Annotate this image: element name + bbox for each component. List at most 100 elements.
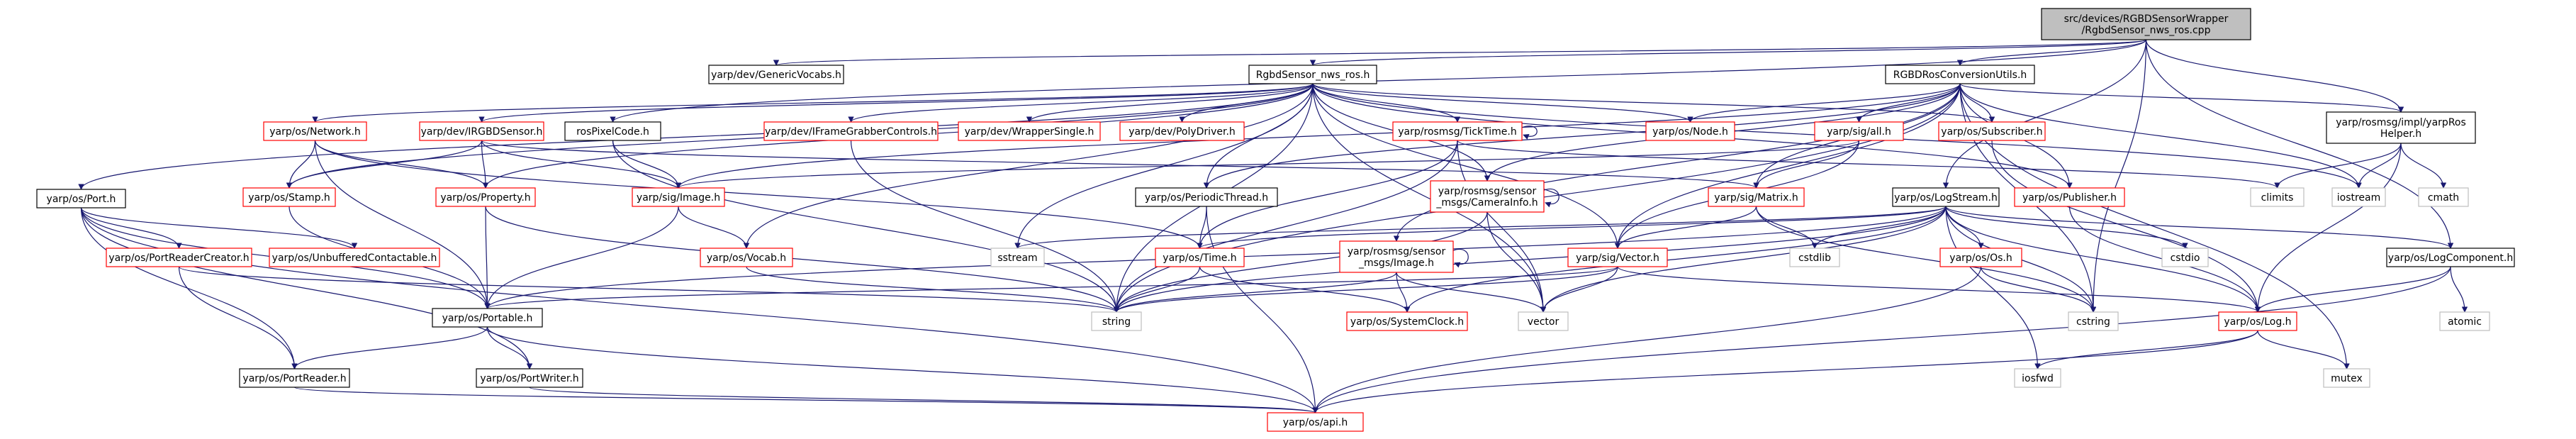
node-box (2014, 368, 2061, 388)
node-label: yarp/os/Os.h (1949, 252, 2012, 264)
node-atomic[interactable]: atomic (2439, 311, 2490, 331)
node-nodeH[interactable]: yarp/os/Node.h (1645, 121, 1735, 141)
node-cmath[interactable]: cmath (2418, 187, 2469, 207)
edge-ticktime-to-string (1113, 140, 1458, 313)
node-label: yarp/dev/IFrameGrabberControls.h (765, 126, 937, 138)
node-box (763, 121, 939, 141)
node-networkH[interactable]: yarp/os/Network.h (263, 121, 367, 141)
edge-portreadercreator-to-portreader (178, 266, 298, 369)
node-cstring[interactable]: cstring (2068, 311, 2119, 331)
node-box (1567, 248, 1668, 267)
node-sysclock[interactable]: yarp/os/SystemClock.h (1346, 311, 1468, 331)
node-sstream[interactable]: sstream (990, 248, 1045, 267)
edge-propH-to-string (485, 206, 1120, 313)
node-apiH[interactable]: yarp/os/api.h (1267, 412, 1364, 432)
node-caminfo[interactable]: yarp/rosmsg/sensor_msgs/CameraInfo.h (1430, 180, 1545, 213)
node-box (2386, 248, 2515, 267)
edge-logcomp-to-apiH (1312, 266, 2451, 413)
node-label: RgbdSensor_nws_ros.h (1256, 70, 1370, 81)
node-label: yarp/rosmsg/sensor (1348, 246, 1446, 257)
node-box (106, 248, 252, 267)
node-logstream[interactable]: yarp/os/LogStream.h (1892, 187, 2000, 207)
node-portreadercreator[interactable]: yarp/os/PortReaderCreator.h (106, 248, 252, 267)
node-box (419, 121, 544, 141)
node-imageH[interactable]: yarp/sig/Image.h (632, 187, 725, 207)
edge-rsh-to-polydrv (1179, 83, 1314, 123)
node-string[interactable]: string (1091, 311, 1142, 331)
node-rosimage[interactable]: yarp/rosmsg/sensor_msgs/Image.h (1339, 240, 1454, 273)
node-box (1645, 121, 1735, 141)
node-rgbdconv[interactable]: RGBDRosConversionUtils.h (1885, 65, 2035, 84)
node-stampH[interactable]: yarp/os/Stamp.h (242, 187, 336, 207)
node-iframe[interactable]: yarp/dev/IFrameGrabberControls.h (763, 121, 939, 141)
node-box (36, 189, 126, 209)
edge-rsh-to-wrapsingle (1026, 83, 1314, 123)
node-rsh[interactable]: RgbdSensor_nws_ros.h (1248, 65, 1377, 84)
node-vector[interactable]: vector (1518, 311, 1569, 331)
node-logH[interactable]: yarp/os/Log.h (2218, 311, 2297, 331)
edge-vocabH-to-string (746, 266, 1120, 313)
node-mutex[interactable]: mutex (2323, 368, 2370, 388)
edge-rospix-to-string (612, 140, 1120, 313)
edge-logH-to-mutex (2257, 330, 2350, 369)
edge-sigall-to-imageH (676, 140, 1860, 189)
node-irgbd[interactable]: yarp/dev/IRGBDSensor.h (419, 121, 544, 141)
node-timeH[interactable]: yarp/os/Time.h (1155, 248, 1245, 267)
node-cstdio[interactable]: cstdio (2161, 248, 2209, 267)
node-wrapsingle[interactable]: yarp/dev/WrapperSingle.h (958, 121, 1101, 141)
edge-roshelper-to-logH (2254, 143, 2402, 313)
node-osH[interactable]: yarp/os/Os.h (1939, 248, 2022, 267)
edge-rsh-to-iframe (848, 83, 1314, 123)
node-climits[interactable]: climits (2250, 187, 2305, 207)
node-periodic[interactable]: yarp/os/PeriodicThread.h (1135, 187, 1278, 207)
edge-ticktime-to-timeH (1197, 140, 1458, 249)
edge-irgbd-to-matrixH (481, 140, 1759, 189)
node-publisher[interactable]: yarp/os/Publisher.h (2014, 187, 2125, 207)
node-root[interactable]: src/devices/RGBDSensorWrapper/RgbdSensor… (2041, 8, 2251, 40)
node-label: yarp/os/Vocab.h (707, 252, 786, 264)
node-label: yarp/os/Subscriber.h (1941, 126, 2042, 138)
node-portwriter[interactable]: yarp/os/PortWriter.h (476, 368, 583, 388)
node-vocabH[interactable]: yarp/os/Vocab.h (700, 248, 793, 267)
node-portable[interactable]: yarp/os/Portable.h (432, 308, 543, 328)
edge-portable-to-apiH (486, 326, 1318, 413)
node-label: yarp/os/Property.h (440, 192, 530, 204)
node-cstdlib[interactable]: cstdlib (1789, 248, 1840, 267)
node-ticktime[interactable]: yarp/rosmsg/TickTime.h (1392, 121, 1523, 141)
node-box (476, 368, 583, 388)
edge-rsh-to-vectorH (1312, 83, 1621, 249)
node-portreader[interactable]: yarp/os/PortReader.h (239, 368, 350, 388)
node-iostream[interactable]: iostream (2331, 187, 2386, 207)
node-box (700, 248, 793, 267)
node-box (2418, 187, 2469, 207)
node-portH[interactable]: yarp/os/Port.h (36, 189, 126, 209)
node-polydrv[interactable]: yarp/dev/PolyDriver.h (1119, 121, 1245, 141)
edge-logcomp-to-atomic (2450, 266, 2468, 313)
node-box (632, 187, 725, 207)
node-sigall[interactable]: yarp/sig/all.h (1814, 121, 1904, 141)
node-subscr[interactable]: yarp/os/Subscriber.h (1938, 121, 2046, 141)
edge-logstream-to-logcomp (1945, 206, 2454, 249)
edge-timeH-to-sysclock (1199, 266, 1411, 313)
node-vectorH[interactable]: yarp/sig/Vector.h (1567, 248, 1668, 267)
node-box (2331, 187, 2386, 207)
edge-rosimage-to-string (1113, 272, 1397, 313)
edge-irgbd-to-imageH (481, 140, 682, 189)
node-rospix[interactable]: rosPixelCode.h (564, 121, 661, 141)
node-box (2326, 111, 2476, 144)
node-label: yarp/os/PeriodicThread.h (1145, 192, 1268, 204)
edge-networkH-to-timeH (314, 140, 1203, 249)
node-iosfwd[interactable]: iosfwd (2014, 368, 2061, 388)
node-box (1346, 311, 1468, 331)
edge-rgbdconv-to-vectorH (1614, 83, 1961, 249)
edge-matrixH-to-cstdlib (1755, 206, 1818, 249)
node-box (990, 248, 1045, 267)
node-matrixH[interactable]: yarp/sig/Matrix.h (1708, 187, 1805, 207)
edge-ticktime-to-ticktime (1521, 126, 1538, 140)
node-unbuffered[interactable]: yarp/os/UnbufferedContactable.h (269, 248, 440, 267)
node-propH[interactable]: yarp/os/Property.h (435, 187, 536, 207)
node-genvoc[interactable]: yarp/dev/GenericVocabs.h (708, 65, 844, 84)
edge-root-to-rospix (610, 39, 2147, 123)
node-logcomp[interactable]: yarp/os/LogComponent.h (2386, 248, 2515, 267)
